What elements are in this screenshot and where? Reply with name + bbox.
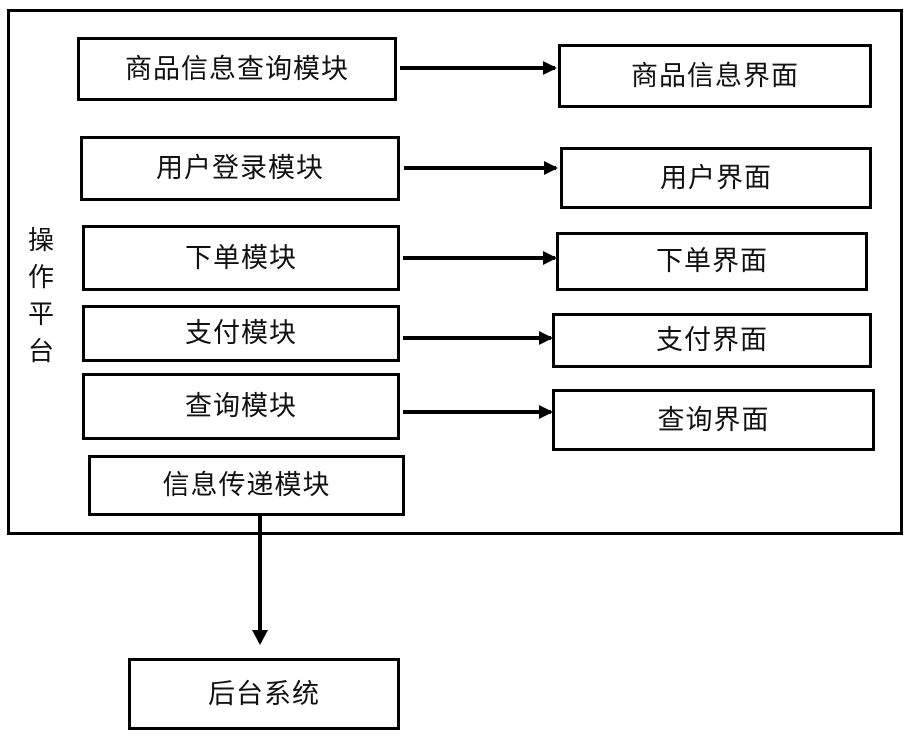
platform-vertical-label: 操 作 平 台 (28, 228, 54, 365)
module-box-query[interactable]: 查询模块 (82, 373, 400, 440)
module-label: 下单模块 (185, 242, 297, 273)
module-box-order[interactable]: 下单模块 (82, 225, 400, 291)
platform-label-char-4: 台 (28, 337, 55, 366)
module-box-payment[interactable]: 支付模块 (82, 305, 400, 362)
module-box-product-info-query[interactable]: 商品信息查询模块 (77, 37, 397, 101)
backend-system-box[interactable]: 后台系统 (128, 658, 400, 730)
arrow-down-icon-backend (258, 516, 262, 642)
arrow-icon-query (403, 410, 551, 414)
platform-label-char-2: 作 (28, 263, 55, 292)
interface-label: 商品信息界面 (631, 60, 799, 91)
module-label: 信息传递模块 (162, 470, 331, 500)
arrow-icon-order (403, 256, 555, 260)
interface-box-user[interactable]: 用户界面 (560, 147, 872, 209)
module-label: 查询模块 (185, 391, 297, 421)
module-box-user-login[interactable]: 用户登录模块 (80, 136, 400, 201)
module-label: 商品信息查询模块 (125, 53, 349, 84)
interface-box-product-info[interactable]: 商品信息界面 (558, 44, 872, 108)
interface-label: 支付界面 (656, 325, 768, 355)
platform-label-char-3: 平 (28, 300, 55, 329)
module-label: 支付模块 (185, 318, 297, 348)
interface-label: 查询界面 (657, 404, 770, 435)
module-label: 用户登录模块 (156, 153, 324, 183)
backend-system-label: 后台系统 (208, 678, 320, 709)
interface-box-order[interactable]: 下单界面 (556, 232, 868, 291)
platform-container (7, 9, 903, 535)
module-box-message-transfer[interactable]: 信息传递模块 (88, 455, 405, 516)
interface-label: 用户界面 (660, 162, 772, 193)
interface-box-query[interactable]: 查询界面 (552, 389, 875, 451)
arrow-icon-product-info (400, 66, 555, 70)
platform-label-char-1: 操 (28, 226, 55, 255)
arrow-icon-payment (403, 336, 551, 340)
interface-box-payment[interactable]: 支付界面 (552, 313, 872, 368)
interface-label: 下单界面 (656, 246, 768, 276)
arrow-icon-user-login (404, 166, 556, 170)
